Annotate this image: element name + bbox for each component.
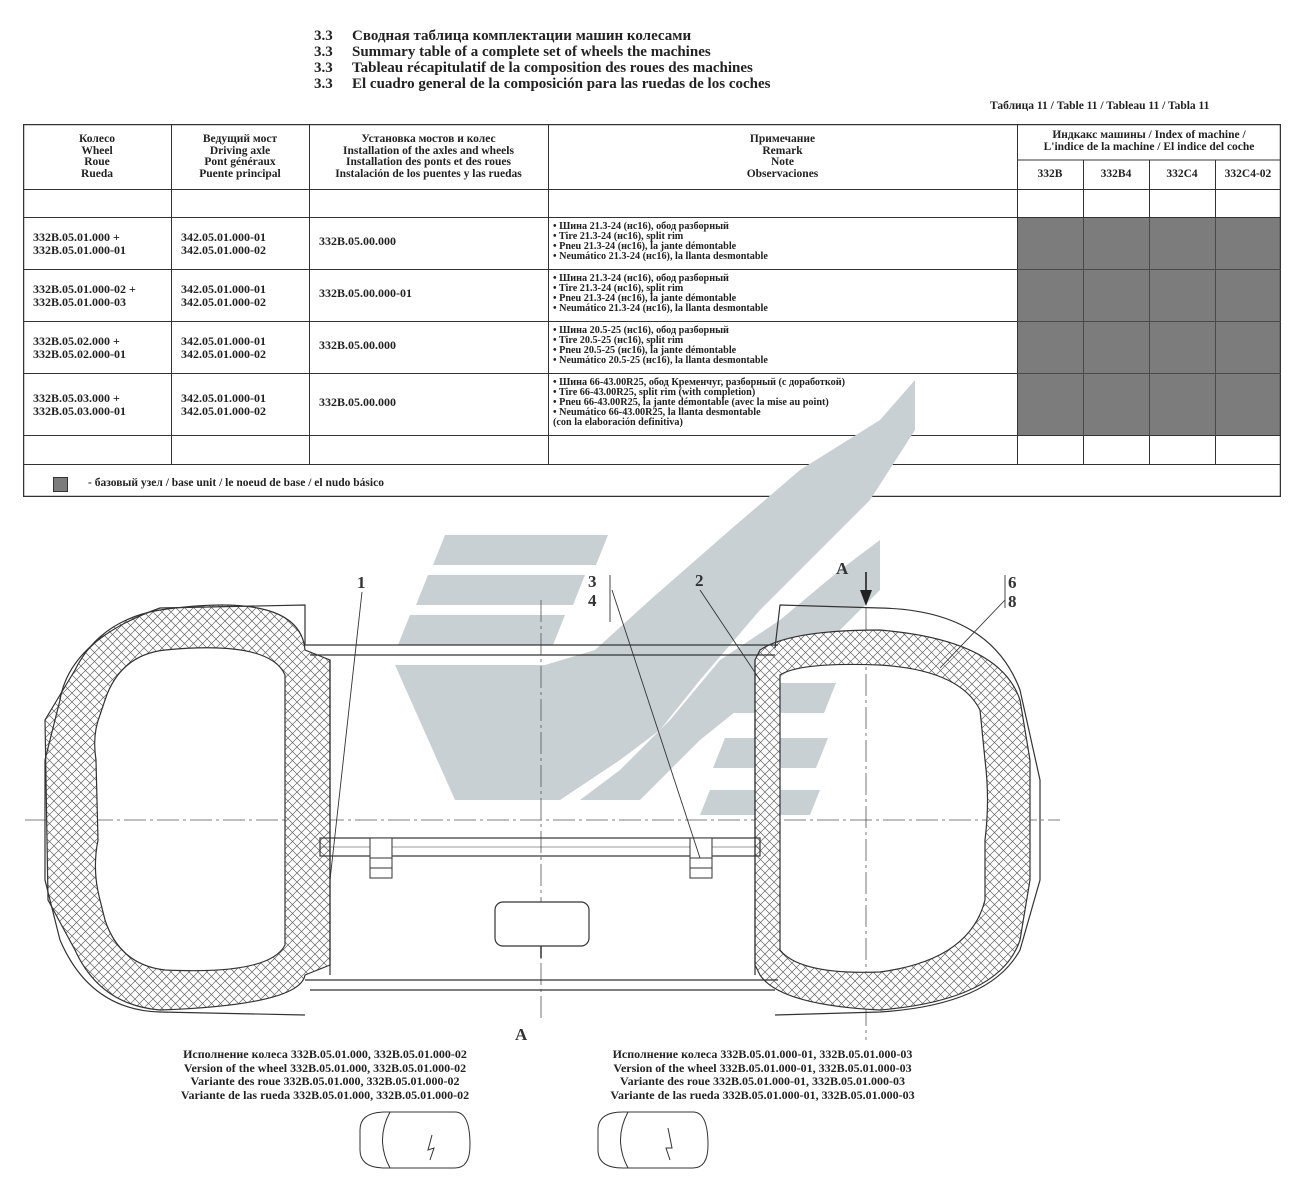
table-row-3-install: 332B.05.00.000 — [319, 338, 397, 352]
title-ru: Сводная таблица комплектации машин колес… — [352, 28, 692, 44]
table-row-1-wheel: 332B.05.01.000 +332B.05.01.000-01 — [33, 230, 126, 257]
table-row-3-wheel: 332B.05.02.000 +332B.05.02.000-01 — [33, 334, 126, 361]
callout-8: 8 — [1008, 592, 1017, 611]
watermark-logo — [395, 380, 915, 815]
summary-table: Колесо Wheel Roue Rueda Ведущий мост Dri… — [23, 124, 1281, 497]
tire-outer-contour-left — [44, 699, 306, 1016]
table-row-2-install: 332B.05.00.000-01 — [319, 286, 412, 300]
section-label-a-top: A — [836, 559, 849, 578]
header-machine-index: Индкакс машины / Index of machine / L'in… — [1043, 129, 1255, 153]
header-machine-332b4: 332B4 — [1100, 168, 1132, 180]
header-machine-332c4: 332C4 — [1166, 168, 1198, 180]
bolt-left — [369, 837, 393, 879]
title-fr: Tableau récapitulatif de la composition … — [352, 60, 753, 76]
table-row-4-wheel: 332B.05.03.000 +332B.05.03.000-01 — [33, 391, 126, 418]
section-heading: 3.3 Сводная таблица комплектации машин ко… — [314, 28, 770, 92]
tread-view-right — [597, 1111, 709, 1169]
caption-right: Исполнение колеса 332B.05.01.000-01, 332… — [610, 1047, 915, 1102]
callout-6: 6 — [1008, 573, 1017, 592]
header-machine-332b: 332B — [1037, 168, 1063, 180]
table-lines — [23, 124, 1281, 497]
header-driving-axle: Ведущий мост Driving axle Pont généraux … — [199, 133, 281, 180]
header-installation: Установка мостов и колес Installation of… — [335, 133, 522, 180]
table-row-2-remark: • Шина 21.3-24 (нс16), обод разборный• T… — [553, 273, 768, 314]
table-row-4-remark: • Шина 66-43.00R25, обод Кременчуг, разб… — [553, 377, 845, 428]
title-es: El cuadro general de la composición para… — [352, 76, 771, 92]
section-number: 3.3 — [314, 28, 333, 44]
right-tire-section — [754, 629, 1031, 1011]
table-row-1-install: 332B.05.00.000 — [319, 234, 397, 248]
section-arrow-head — [860, 590, 872, 606]
header-wheel: Колесо Wheel Roue Rueda — [79, 133, 115, 180]
tire-outer-contour — [59, 604, 1041, 1016]
tread-view-left — [359, 1111, 471, 1169]
section-number: 3.3 — [314, 76, 333, 92]
left-tire-section — [44, 604, 331, 1011]
legend-text: - базовый узел / base unit / le noeud de… — [88, 477, 384, 489]
title-en: Summary table of a complete set of wheel… — [352, 44, 711, 60]
table-row-3-remark: • Шина 20.5-25 (нс16), обод разборный• T… — [553, 325, 768, 366]
caption-left: Исполнение колеса 332B.05.01.000, 332B.0… — [180, 1047, 470, 1102]
bolt-right — [689, 837, 713, 879]
callout-3: 3 — [588, 572, 597, 591]
table-row-1-remark: • Шина 21.3-24 (нс16), обод разборный• T… — [553, 221, 768, 262]
callout-1: 1 — [357, 573, 366, 592]
valve-housing — [494, 901, 590, 947]
section-number: 3.3 — [314, 60, 333, 76]
base-unit-legend-swatch — [53, 477, 68, 492]
section-label-a-bottom: A — [515, 1025, 528, 1044]
header-machine-332c4-02: 332C4-02 — [1224, 168, 1272, 180]
table-row-4-install: 332B.05.00.000 — [319, 395, 397, 409]
callout-4: 4 — [588, 591, 597, 610]
leader-lines — [329, 575, 1006, 881]
section-number: 3.3 — [314, 44, 333, 60]
callout-2: 2 — [695, 571, 704, 590]
header-remark: Примечание Remark Note Observaciones — [746, 133, 819, 180]
table-caption: Таблица 11 / Table 11 / Tableau 11 / Tab… — [990, 100, 1210, 112]
rim-outline — [305, 644, 778, 991]
table-row-2-wheel: 332B.05.01.000-02 +332B.05.01.000-03 — [33, 282, 136, 309]
